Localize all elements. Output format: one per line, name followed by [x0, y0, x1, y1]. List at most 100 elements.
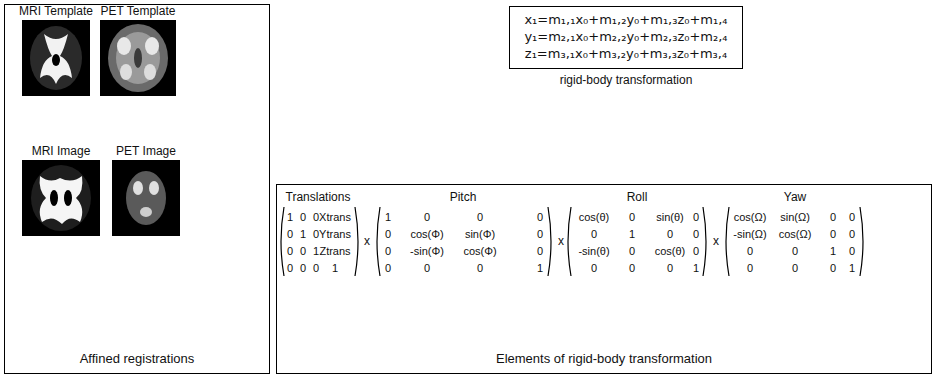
matrix-cell: sin(Ω) [780, 211, 810, 224]
label-slot: -sin(Φ) [410, 245, 444, 258]
matrix-cell: 0 [693, 211, 699, 224]
matrix-cell: cos(Φ) [463, 245, 496, 258]
label-slot: 0 [385, 262, 391, 275]
label-slot: 1 [537, 262, 543, 275]
label-slot: Ytrans [319, 228, 351, 241]
image-title: MRI Image [32, 144, 91, 159]
matrix-cell: 0 [477, 211, 483, 224]
label-slot: cos(Φ) [410, 228, 443, 241]
matrix-cell: 0 [313, 262, 319, 275]
matrix-cell: sin(θ) [656, 211, 684, 224]
label-slot: rigid-body transformation [560, 73, 693, 87]
label-slot: 1 [385, 211, 391, 224]
matrix-cell: 1 [830, 245, 836, 258]
matrix-cell: 0 [693, 228, 699, 241]
figure-caption: rigid-body transformation [560, 73, 693, 87]
matrix-cell: 0 [287, 228, 293, 241]
label-slot: 0 [537, 211, 543, 224]
matrix-cell: 0 [313, 211, 319, 224]
label-slot: 0 [313, 211, 319, 224]
multiply-sign: x [364, 234, 370, 248]
panel-caption: Affined registrations [80, 351, 195, 367]
equation-line: z₁=m₃,₁x₀+m₃,₂y₀+m₃,₃z₀+m₃,₄ [525, 46, 727, 63]
label-slot: 1 [287, 211, 293, 224]
matrix-cell: 0 [287, 262, 293, 275]
matrix-cell: 0 [830, 228, 836, 241]
equation-line: y₁=m₂,₁x₀+m₂,₂y₀+m₂,₃z₀+m₂,₄ [524, 29, 727, 46]
label-slot: 0 [313, 228, 319, 241]
matrix-cell: -sin(θ) [578, 245, 609, 258]
label-slot: 0 [667, 228, 673, 241]
matrix-cell: 0 [629, 211, 635, 224]
matrix-cell: cos(Ω) [779, 228, 812, 241]
image-tile: MRI Image [22, 144, 100, 236]
matrix-cell: 0 [667, 228, 673, 241]
label-slot: 0 [629, 211, 635, 224]
matrix-heading: Yaw [784, 190, 806, 204]
label-slot: 1 [849, 262, 855, 275]
matrix-cell: 0 [424, 262, 430, 275]
equation-line: x₁=m₁,₁x₀+m₁,₂y₀+m₁,₃z₀+m₁,₄ [524, 12, 727, 29]
label-slot: cos(Ω) [734, 211, 767, 224]
label-slot: cos(θ) [579, 211, 610, 224]
label-slot: 0 [300, 211, 306, 224]
image-tile: PET Template [100, 4, 176, 96]
matrix-cell: 0 [629, 262, 635, 275]
matrix-heading: Translations [286, 190, 351, 204]
matrix-cell: cos(θ) [655, 245, 686, 258]
label-slot: 0 [830, 262, 836, 275]
matrix-cell: 1 [300, 228, 306, 241]
label-slot: x [713, 234, 719, 248]
matrix-cell: 0 [693, 245, 699, 258]
label-slot: 0 [537, 245, 543, 258]
matrix-cell: cos(Ω) [734, 211, 767, 224]
matrix-cell: 1 [629, 228, 635, 241]
label-slot: 0 [477, 262, 483, 275]
matrix-cell: 1 [849, 262, 855, 275]
label-slot: Roll [627, 190, 648, 204]
image-tile: PET Image [112, 144, 180, 236]
matrix-cell: cos(θ) [579, 211, 610, 224]
image-tile: MRI Template [22, 4, 90, 96]
mri-registered-image [22, 160, 100, 236]
label-slot: 0 [747, 245, 753, 258]
label-slot: cos(Φ) [463, 245, 496, 258]
matrix-heading: Pitch [450, 190, 477, 204]
label-slot: 0 [849, 245, 855, 258]
matrix-cell: 1 [287, 211, 293, 224]
label-slot: 1 [629, 228, 635, 241]
mri-template-image [22, 20, 90, 96]
matrix-heading: Roll [627, 190, 648, 204]
matrix-cell: 0 [591, 228, 597, 241]
label-slot: 0 [693, 228, 699, 241]
matrix-cell: 0 [385, 262, 391, 275]
label-slot: 0 [385, 228, 391, 241]
label-slot: x [364, 234, 370, 248]
label-slot: -sin(Ω) [733, 228, 766, 241]
pet-template-image [100, 20, 176, 96]
label-slot: 1 [300, 228, 306, 241]
panel-frame: MRI Template PET TemplateMRI Image PET Ima… [4, 4, 270, 374]
label-slot: 0 [591, 228, 597, 241]
label-slot: 0 [747, 262, 753, 275]
label-slot: cos(Ω) [779, 228, 812, 241]
label-slot: x [558, 234, 564, 248]
label-slot: 0 [693, 211, 699, 224]
matrix-cell: 0 [300, 245, 306, 258]
matrix-brackets [281, 207, 863, 276]
label-slot: Translations [286, 190, 351, 204]
label-slot: 1 [332, 262, 338, 275]
image-title: PET Template [101, 4, 176, 19]
matrix-cell: 1 [693, 262, 699, 275]
label-slot: Xtrans [319, 211, 351, 224]
image-title: PET Image [116, 144, 176, 159]
matrix-cell: 0 [747, 245, 753, 258]
panel-caption: Elements of rigid-body transformation [496, 351, 712, 367]
matrix-cell: Ztrans [319, 245, 350, 258]
matrix-cell: Xtrans [319, 211, 351, 224]
matrix-cell: 0 [849, 211, 855, 224]
matrix-cell: 0 [830, 211, 836, 224]
matrix-cell: 0 [537, 211, 543, 224]
label-slot: 0 [591, 262, 597, 275]
